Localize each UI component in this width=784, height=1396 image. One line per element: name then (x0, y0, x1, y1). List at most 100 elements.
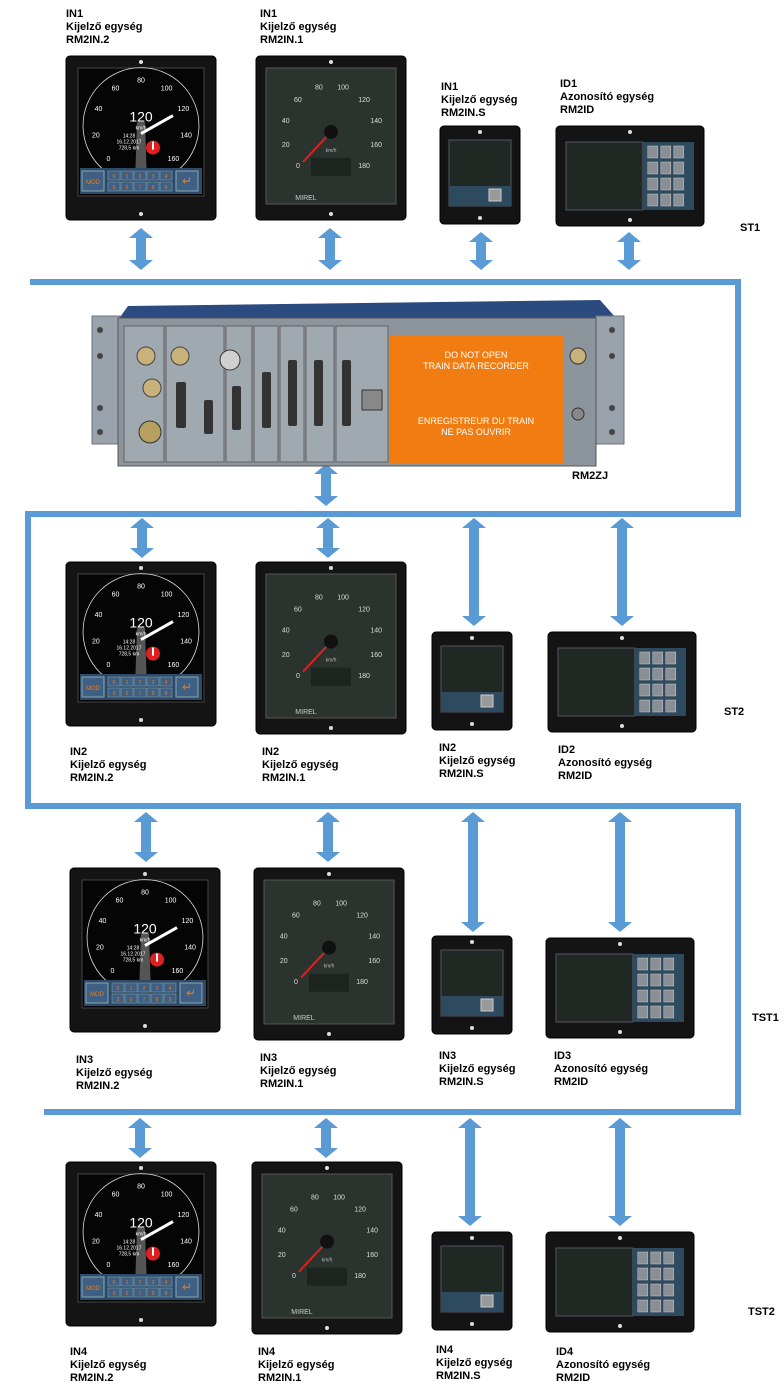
key-button: 1 (130, 986, 133, 992)
date-readout: 16.12.2017 (120, 952, 145, 958)
unit-code: IN1 (66, 8, 84, 20)
key-button: 3 (152, 680, 155, 686)
dial-tick-label: 140 (370, 118, 382, 125)
key-button: 9 (165, 1291, 168, 1297)
dial-tick-label: 0 (292, 1273, 296, 1280)
key-button: 4 (165, 1280, 168, 1286)
dial-tick-label: 120 (358, 607, 370, 614)
dial-tick-label: 60 (290, 1207, 298, 1214)
rm2zj-label: RM2ZJ (572, 470, 609, 482)
unit-name: Kijelző egység (70, 759, 147, 771)
dial-tick-label: 0 (111, 968, 115, 975)
unit-model: RM2IN.2 (76, 1080, 120, 1092)
unit-model: RM2ID (558, 770, 593, 782)
warning-en-1: DO NOT OPEN (445, 350, 508, 360)
dial-tick-label: 140 (180, 133, 192, 140)
dial-tick-label: 140 (368, 934, 380, 941)
unit-code: IN1 (260, 8, 278, 20)
dial-tick-label: 160 (168, 662, 180, 669)
device-row1-1: 020406080100120140160120km/h14:2816.12.2… (65, 55, 217, 221)
unit-code: IN4 (70, 1346, 88, 1358)
unit-model: RM2IN.S (439, 768, 484, 780)
dial-tick-label: 40 (280, 934, 288, 941)
dial-tick-label: 60 (294, 607, 302, 614)
key-button: 8 (152, 1291, 155, 1297)
unit-model: RM2IN.1 (262, 772, 306, 784)
dial-tick-label: 20 (96, 945, 104, 952)
date-readout: 16.12.2017 (116, 140, 141, 146)
arrow-recorder (314, 464, 338, 506)
dial-tick-label: 40 (95, 612, 103, 619)
speed-unit: km/h (140, 938, 151, 944)
arrow-row3-2 (316, 812, 340, 862)
enter-icon: ↵ (186, 986, 196, 1000)
dial-tick-label: 100 (161, 1191, 173, 1198)
unit-name: Azonosító egység (558, 757, 653, 769)
enter-icon: ↵ (182, 174, 192, 188)
dial-tick-label: 120 (178, 612, 190, 619)
unit-code: ID2 (558, 744, 576, 756)
dial-tick-label: 120 (178, 106, 190, 113)
unit-model: RM2IN.S (439, 1076, 484, 1088)
unit-name: Kijelző egység (436, 1357, 513, 1369)
key-button: 7 (139, 691, 142, 697)
enter-icon: ↵ (182, 680, 192, 694)
unit-name: Azonosító egység (560, 91, 655, 103)
key-button: 6 (126, 691, 129, 697)
unit-code: IN1 (441, 81, 459, 93)
key-button: 5 (113, 1291, 116, 1297)
unit-name: Kijelző egység (76, 1067, 153, 1079)
dial-tick-label: 120 (178, 1212, 190, 1219)
unit-model: RM2ID (560, 104, 595, 116)
key-button: 8 (156, 997, 159, 1003)
unit-name: Kijelző egység (441, 94, 518, 106)
dial-tick-label: 120 (182, 918, 194, 925)
dial-tick-label: 100 (161, 591, 173, 598)
unit-model: RM2ID (554, 1076, 589, 1088)
arrow-row3-4 (608, 812, 632, 932)
brand-logo: MIREL (293, 1015, 315, 1022)
key-button: 9 (169, 997, 172, 1003)
key-button: 4 (165, 680, 168, 686)
unit-name: Kijelző egység (258, 1359, 335, 1371)
key-button: 2 (143, 986, 146, 992)
key-button: 2 (139, 1280, 142, 1286)
dial-tick-label: 40 (95, 106, 103, 113)
unit-name: Kijelző egység (262, 759, 339, 771)
key-button: 1 (126, 174, 129, 180)
arrow-row4-4 (608, 1118, 632, 1226)
dial-tick-label: 100 (337, 85, 349, 92)
speed-unit: km/h (136, 1232, 147, 1238)
unit-code: IN2 (439, 742, 457, 754)
unit-model: RM2IN.2 (70, 1372, 114, 1384)
mod-button: MOD (86, 1286, 101, 1292)
unit-code: IN3 (260, 1052, 278, 1064)
dial-tick-label: 160 (168, 156, 180, 163)
dial-tick-label: 60 (112, 1191, 120, 1198)
mod-button: MOD (90, 992, 105, 998)
key-button: 9 (165, 691, 168, 697)
dial-tick-label: 100 (161, 85, 173, 92)
arrow-row3-3 (461, 812, 485, 932)
dial-tick-label: 60 (112, 85, 120, 92)
key-button: 8 (152, 185, 155, 191)
device-row4-4 (545, 1231, 695, 1333)
dial-tick-label: 100 (337, 594, 349, 601)
dial-tick-label: 140 (366, 1228, 378, 1235)
warning-fr-2: NE PAS OUVRIR (441, 427, 511, 437)
dial-tick-label: 140 (180, 639, 192, 646)
dial-tick-label: 80 (311, 1194, 319, 1201)
speed-unit: km/h (324, 964, 335, 970)
unit-name: Kijelző egység (70, 1359, 147, 1371)
dial-tick-label: 100 (335, 900, 347, 907)
